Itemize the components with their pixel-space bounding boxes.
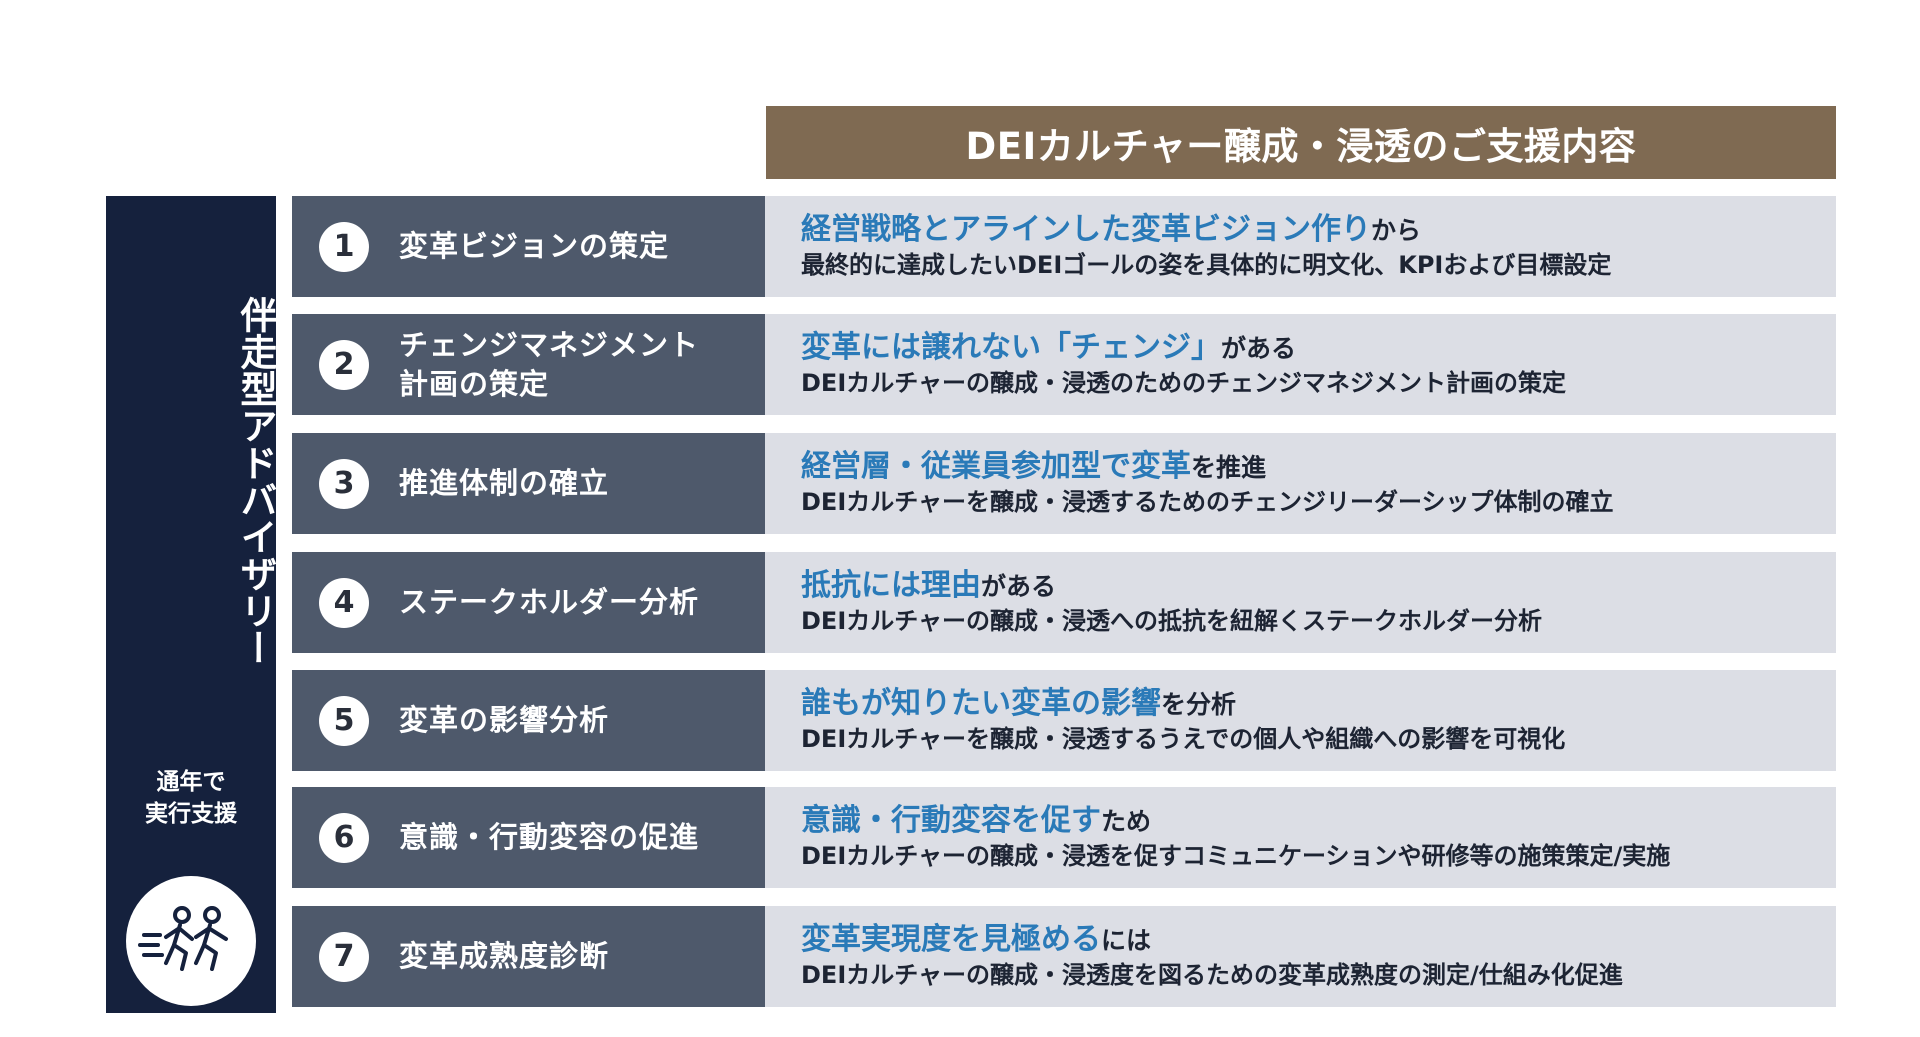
- sidebar-subtitle-line1: 通年で: [156, 769, 226, 795]
- step-description: DEIカルチャーの醸成・浸透のためのチェンジマネジメント計画の策定: [801, 369, 1567, 397]
- step-title-line1: ステークホルダー分析: [399, 585, 700, 619]
- sidebar-subtitle-line2: 実行支援: [145, 801, 237, 827]
- step-description: DEIカルチャーを醸成・浸透するうえでの個人や組織への影響を可視化: [801, 725, 1566, 753]
- sidebar-subtitle: 通年で 実行支援: [106, 766, 276, 830]
- step-title: 推進体制の確立: [399, 464, 609, 503]
- step-description-panel: 抵抗には理由がある DEIカルチャーの醸成・浸透への抵抗を紐解くステークホルダー…: [765, 552, 1836, 653]
- step-row: 5 変革の影響分析 誰もが知りたい変革の影響を分析 DEIカルチャーを醸成・浸透…: [292, 670, 1836, 771]
- step-headline-tail: がある: [981, 572, 1057, 601]
- step-headline-tail: から: [1371, 216, 1422, 245]
- step-description-panel: 経営戦略とアラインした変革ビジョン作りから 最終的に達成したいDEIゴールの姿を…: [765, 196, 1836, 297]
- step-headline: 経営層・従業員参加型で変革を推進: [801, 449, 1836, 486]
- step-row: 3 推進体制の確立 経営層・従業員参加型で変革を推進 DEIカルチャーを醸成・浸…: [292, 433, 1836, 534]
- step-number-badge: 6: [319, 812, 369, 863]
- step-row: 7 変革成熟度診断 変革実現度を見極めるには DEIカルチャーの醸成・浸透度を図…: [292, 906, 1836, 1007]
- step-description-panel: 誰もが知りたい変革の影響を分析 DEIカルチャーを醸成・浸透するうえでの個人や組…: [765, 670, 1836, 771]
- step-number-badge: 1: [319, 221, 369, 272]
- step-headline: 意識・行動変容を促すため: [801, 803, 1836, 840]
- step-headline: 抵抗には理由がある: [801, 568, 1836, 605]
- step-highlight: 経営層・従業員参加型で変革: [801, 449, 1191, 484]
- step-headline-tail: を分析: [1161, 690, 1237, 719]
- step-label-panel: 3 推進体制の確立: [292, 433, 765, 534]
- step-title-line1: 変革成熟度診断: [399, 939, 610, 973]
- step-description: DEIカルチャーの醸成・浸透度を図るための変革成熟度の測定/仕組み化促進: [801, 961, 1623, 989]
- step-description-panel: 変革実現度を見極めるには DEIカルチャーの醸成・浸透度を図るための変革成熟度の…: [765, 906, 1836, 1007]
- step-label-panel: 2 チェンジマネジメント 計画の策定: [292, 314, 765, 415]
- step-title: 変革の影響分析: [399, 701, 609, 740]
- step-title-line1: 意識・行動変容の促進: [399, 820, 700, 854]
- step-title: 意識・行動変容の促進: [399, 818, 699, 857]
- step-description: 最終的に達成したいDEIゴールの姿を具体的に明文化、KPIおよび目標設定: [801, 251, 1612, 279]
- step-highlight: 経営戦略とアラインした変革ビジョン作り: [801, 212, 1371, 247]
- step-description: DEIカルチャーの醸成・浸透を促すコミュニケーションや研修等の施策策定/実施: [801, 842, 1671, 870]
- step-description-panel: 経営層・従業員参加型で変革を推進 DEIカルチャーを醸成・浸透するためのチェンジ…: [765, 433, 1836, 534]
- step-highlight: 意識・行動変容を促す: [801, 803, 1101, 838]
- step-row: 2 チェンジマネジメント 計画の策定 変革には譲れない「チェンジ」がある DEI…: [292, 314, 1836, 415]
- step-headline: 誰もが知りたい変革の影響を分析: [801, 686, 1836, 723]
- step-number-badge: 5: [319, 695, 369, 746]
- step-description-panel: 意識・行動変容を促すため DEIカルチャーの醸成・浸透を促すコミュニケーションや…: [765, 787, 1836, 888]
- step-number-badge: 3: [319, 458, 369, 509]
- step-headline-tail: を推進: [1191, 453, 1267, 482]
- step-title-line1: 変革の影響分析: [399, 703, 610, 737]
- step-label-panel: 7 変革成熟度診断: [292, 906, 765, 1007]
- step-title: 変革ビジョンの策定: [399, 227, 669, 266]
- step-title: ステークホルダー分析: [399, 583, 699, 622]
- step-title-line2: 計画の策定: [399, 366, 550, 401]
- step-row: 6 意識・行動変容の促進 意識・行動変容を促すため DEIカルチャーの醸成・浸透…: [292, 787, 1836, 888]
- step-headline-tail: には: [1101, 926, 1152, 955]
- step-description-panel: 変革には譲れない「チェンジ」がある DEIカルチャーの醸成・浸透のためのチェンジ…: [765, 314, 1836, 415]
- step-label-panel: 5 変革の影響分析: [292, 670, 765, 771]
- step-headline-tail: ため: [1101, 807, 1152, 836]
- step-highlight: 変革には譲れない「チェンジ」: [801, 330, 1221, 365]
- step-title: 変革成熟度診断: [399, 937, 609, 976]
- step-title-line1: チェンジマネジメント: [399, 327, 700, 362]
- section-header: DEIカルチャー醸成・浸透のご支援内容: [766, 106, 1836, 179]
- step-highlight: 抵抗には理由: [801, 568, 981, 603]
- sidebar-title: 伴走型アドバイザリー: [106, 296, 277, 666]
- step-headline: 経営戦略とアラインした変革ビジョン作りから: [801, 212, 1836, 249]
- step-title: チェンジマネジメント 計画の策定: [399, 326, 699, 404]
- step-row: 4 ステークホルダー分析 抵抗には理由がある DEIカルチャーの醸成・浸透への抵…: [292, 552, 1836, 653]
- step-headline: 変革には譲れない「チェンジ」がある: [801, 330, 1836, 367]
- step-row: 1 変革ビジョンの策定 経営戦略とアラインした変革ビジョン作りから 最終的に達成…: [292, 196, 1836, 297]
- step-description: DEIカルチャーの醸成・浸透への抵抗を紐解くステークホルダー分析: [801, 607, 1543, 635]
- sidebar-title-text: 伴走型アドバイザリー: [234, 296, 277, 666]
- runners-icon: [126, 876, 256, 1006]
- step-highlight: 変革実現度を見極める: [801, 922, 1101, 957]
- step-description: DEIカルチャーを醸成・浸透するためのチェンジリーダーシップ体制の確立: [801, 488, 1614, 516]
- step-label-panel: 6 意識・行動変容の促進: [292, 787, 765, 888]
- step-number-badge: 7: [319, 931, 369, 982]
- step-headline-tail: がある: [1221, 334, 1297, 363]
- step-title-line1: 変革ビジョンの策定: [399, 229, 670, 263]
- step-headline: 変革実現度を見極めるには: [801, 922, 1836, 959]
- step-number-badge: 2: [319, 339, 369, 390]
- step-label-panel: 1 変革ビジョンの策定: [292, 196, 765, 297]
- advisory-sidebar: 伴走型アドバイザリー 通年で 実行支援: [106, 196, 277, 1013]
- step-label-panel: 4 ステークホルダー分析: [292, 552, 765, 653]
- step-number-badge: 4: [319, 577, 369, 628]
- step-title-line1: 推進体制の確立: [399, 466, 610, 500]
- step-highlight: 誰もが知りたい変革の影響: [801, 686, 1161, 721]
